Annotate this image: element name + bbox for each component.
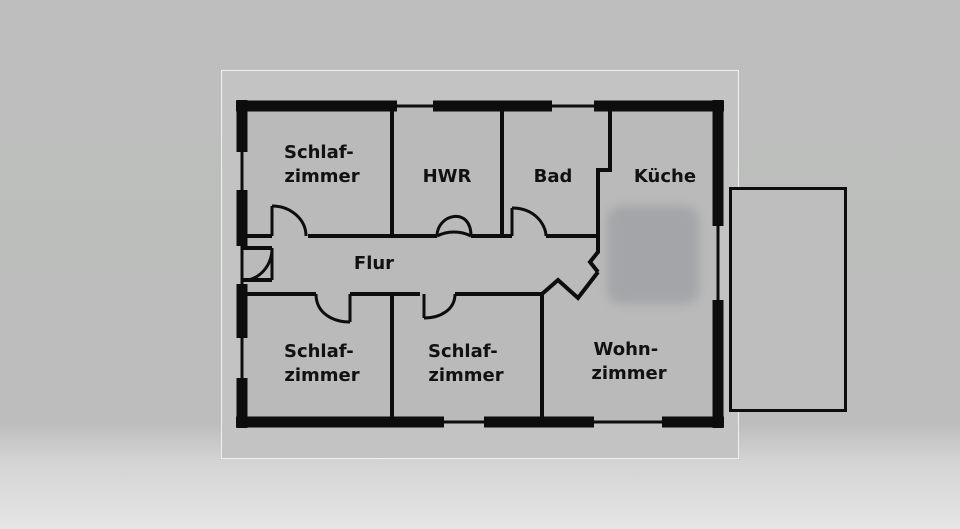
label-living-room: Wohn- zimmer — [591, 339, 666, 384]
door-utility — [436, 230, 472, 238]
kitchen-blur-patch — [607, 206, 699, 304]
label-bathroom: Bad — [534, 166, 573, 187]
balcony — [729, 187, 847, 412]
door-bedroom-bottom-middle — [423, 293, 457, 320]
label-bedroom-top-left: Schlaf- zimmer — [284, 142, 360, 187]
label-bedroom-bottom-middle: Schlaf- zimmer — [428, 341, 504, 386]
door-swings — [247, 204, 548, 324]
door-bedroom-top-left — [271, 204, 308, 237]
label-kitchen: Küche — [634, 166, 696, 187]
room-labels: Schlaf- zimmer HWR Bad Küche Flur Schlaf… — [284, 142, 696, 386]
interior-walls — [242, 106, 612, 422]
label-bedroom-bottom-left: Schlaf- zimmer — [284, 341, 360, 386]
door-bathroom — [511, 206, 548, 237]
label-hallway: Flur — [354, 253, 394, 274]
door-bedroom-bottom-left — [314, 293, 351, 324]
label-utility: HWR — [423, 166, 472, 187]
